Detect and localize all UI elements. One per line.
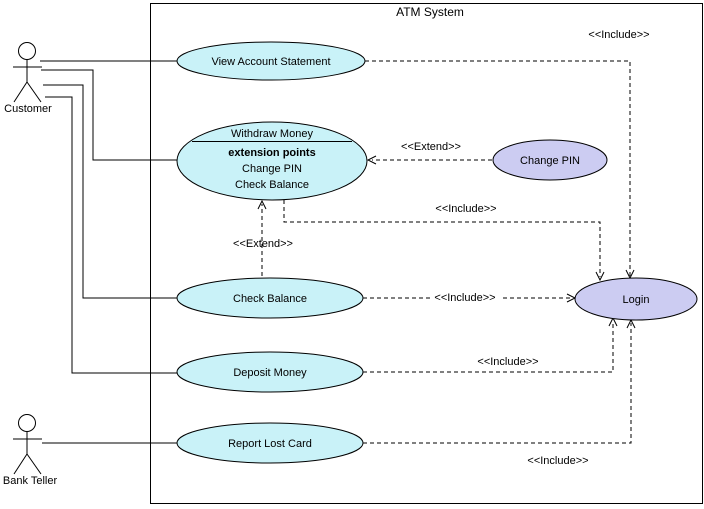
extension-points-header: extension points — [228, 147, 315, 159]
system-title: ATM System — [396, 5, 464, 19]
stereotype-include-label: <<Include>> — [435, 203, 496, 215]
actor-head-icon — [18, 42, 36, 60]
stereotype-extend-label: <<Extend>> — [233, 238, 293, 250]
stereotype-include-label: <<Include>> — [434, 292, 495, 304]
stereotype-include-label: <<Include>> — [527, 455, 588, 467]
extension-point-item: Check Balance — [235, 179, 309, 191]
stereotype-include-label: <<Include>> — [588, 29, 649, 41]
actor-customer[interactable]: Customer — [4, 42, 52, 116]
usecase-label: Withdraw Money — [231, 128, 313, 140]
label-background — [430, 290, 501, 304]
usecase-view-account-statement[interactable]: View Account Statement — [176, 41, 366, 81]
association-customer-check-balance — [43, 84, 177, 299]
include-deposit-money-login — [363, 321, 614, 373]
actor-bank-teller[interactable]: Bank Teller — [3, 414, 58, 488]
usecase-withdraw-money[interactable]: Withdraw Money extension points Change P… — [176, 121, 368, 201]
usecase-deposit-money[interactable]: Deposit Money — [176, 351, 364, 393]
extension-point-item: Change PIN — [242, 163, 302, 175]
actor-customer-label: Customer — [4, 103, 52, 115]
arrowhead-icon — [595, 271, 605, 282]
actor-bank-teller-label: Bank Teller — [3, 475, 58, 487]
include-withdraw-money-login — [283, 200, 601, 277]
actor-leg-icon — [26, 81, 42, 103]
arrowhead-icon — [257, 199, 267, 210]
include-view-account-statement-login — [365, 60, 631, 276]
association-customer-withdraw-money — [41, 69, 177, 161]
actor-leg-icon — [26, 453, 42, 475]
usecase-change-pin[interactable]: Change PIN — [492, 139, 608, 181]
usecase-label: Change PIN — [520, 155, 580, 167]
usecase-report-lost-card[interactable]: Report Lost Card — [176, 422, 364, 464]
stereotype-include-label: <<Include>> — [477, 356, 538, 368]
association-customer-deposit-money — [45, 96, 180, 374]
actor-leg-icon — [13, 81, 28, 103]
arrowhead-icon — [366, 155, 377, 165]
system-boundary — [150, 3, 703, 504]
usecase-check-balance[interactable]: Check Balance — [176, 277, 364, 319]
usecase-login[interactable]: Login — [574, 277, 698, 321]
usecase-label: Report Lost Card — [228, 438, 312, 450]
usecase-label: View Account Statement — [211, 56, 330, 68]
usecase-label: Deposit Money — [233, 367, 307, 379]
usecase-label: Check Balance — [233, 293, 307, 305]
actor-head-icon — [18, 414, 36, 432]
actor-leg-icon — [13, 453, 28, 475]
include-report-lost-card-login — [363, 323, 632, 444]
stereotype-extend-label: <<Extend>> — [401, 141, 461, 153]
usecase-label: Login — [623, 294, 650, 306]
